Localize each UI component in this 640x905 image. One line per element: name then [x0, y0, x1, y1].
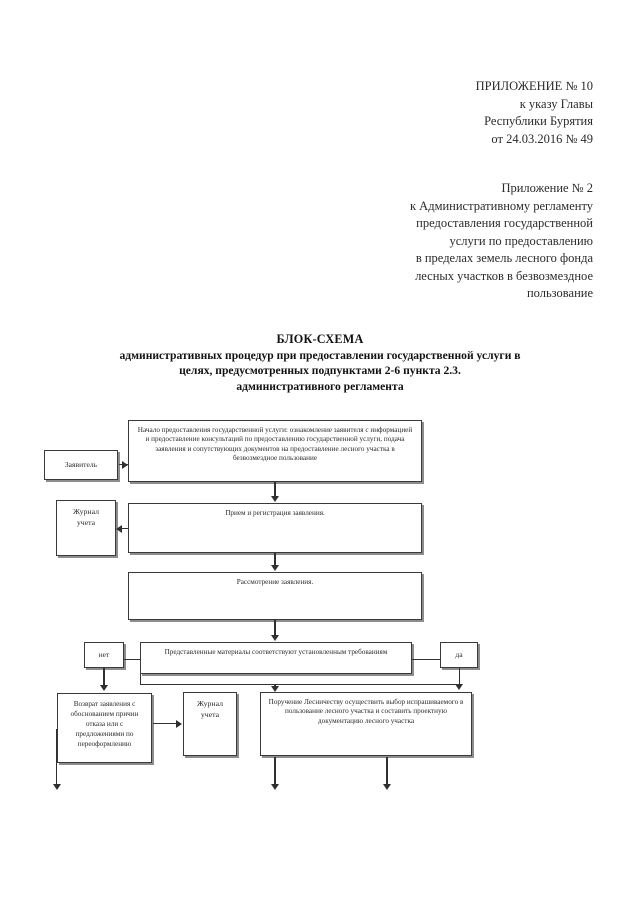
node-journal-2-label: Журнал учета — [197, 699, 223, 719]
edge-check-rail-horizontal — [140, 684, 460, 686]
regulation-line-2: к Административному регламенту — [409, 198, 593, 213]
edge-receive-to-journal-1 — [119, 528, 132, 530]
title-line-3: административного регламента — [236, 379, 404, 393]
edge-check-to-no — [124, 659, 141, 661]
regulation-line-4: услуги по предоставлению — [449, 233, 594, 248]
node-assign-label: Поручение Лесничеству осуществить выбор … — [268, 698, 464, 725]
node-applicant: Заявитель — [44, 450, 118, 480]
edge-check-rail-down — [140, 674, 142, 685]
arrowhead-return-continues — [52, 784, 61, 790]
edge-assign-continues-right — [386, 757, 388, 785]
arrowhead-review-to-check — [270, 635, 279, 641]
title-main: БЛОК-СХЕМА — [276, 332, 364, 346]
arrowhead-applicant-to-start — [122, 460, 128, 469]
edge-assign-continues-left — [274, 757, 276, 785]
regulation-line-7: пользование — [526, 286, 593, 300]
node-review-label: Рассмотрение заявления. — [236, 578, 314, 586]
arrowhead-receive-to-review — [270, 565, 279, 571]
node-return-label: Возврат заявления с обоснованием причин … — [70, 700, 139, 748]
arrowhead-assign-continues-right — [382, 784, 391, 790]
node-assign: Поручение Лесничеству осуществить выбор … — [260, 692, 472, 756]
node-applicant-label: Заявитель — [64, 459, 98, 469]
node-receive: Прием и регистрация заявления. — [128, 503, 422, 553]
node-yes-label: да — [455, 649, 463, 659]
edge-receive-to-review — [274, 553, 276, 566]
node-journal-1: Журнал учета — [56, 500, 116, 556]
node-no: нет — [84, 642, 124, 668]
title-line-1: административных процедур при предоставл… — [119, 348, 521, 362]
node-receive-label: Прием и регистрация заявления. — [225, 509, 325, 517]
edge-check-to-yes — [412, 659, 441, 661]
appendix-decree-header: ПРИЛОЖЕНИЕ № 10 к указу Главы Республики… — [300, 78, 593, 148]
appendix-regulation-header: Приложение № 2 к Административному регла… — [300, 180, 593, 303]
edge-review-to-check — [274, 620, 276, 636]
edge-yes-to-assign — [458, 668, 460, 685]
arrowhead-receive-to-journal-1 — [116, 524, 122, 533]
node-check: Представленные материалы соответствуют у… — [140, 642, 412, 674]
regulation-line-3: предоставления государственной — [416, 216, 593, 230]
arrowhead-no-to-return — [99, 685, 108, 691]
arrowhead-return-to-journal-2 — [176, 719, 182, 728]
decree-line-1: ПРИЛОЖЕНИЕ № 10 — [475, 79, 593, 93]
decree-line-3: Республики Бурятия — [484, 114, 593, 128]
decree-line-4: от 24.03.2016 № 49 — [491, 131, 593, 146]
edge-return-to-journal-2 — [153, 723, 177, 725]
node-yes: да — [440, 642, 478, 668]
node-start-label: Начало предоставления государственной ус… — [137, 426, 413, 463]
decree-line-2: к указу Главы — [519, 96, 593, 111]
edge-start-to-receive — [274, 482, 276, 497]
node-review: Рассмотрение заявления. — [128, 572, 422, 620]
node-journal-2: Журнал учета — [183, 692, 237, 756]
node-no-label: нет — [98, 649, 110, 659]
arrowhead-check-to-assign — [270, 686, 279, 692]
node-check-label: Представленные материалы соответствуют у… — [164, 648, 388, 656]
edge-no-to-return — [103, 668, 105, 686]
node-return: Возврат заявления с обоснованием причин … — [57, 693, 152, 763]
page-title: БЛОК-СХЕМА административных процедур при… — [55, 332, 585, 394]
arrowhead-start-to-receive — [270, 496, 279, 502]
arrowhead-assign-continues-left — [270, 784, 279, 790]
arrowhead-yes-to-assign — [455, 684, 464, 690]
node-start: Начало предоставления государственной ус… — [128, 420, 422, 482]
edge-return-left-rail-down — [56, 729, 58, 785]
regulation-line-6: лесных участков в безвозмездное — [415, 268, 593, 283]
regulation-line-1: Приложение № 2 — [501, 181, 593, 195]
title-line-2: целях, предусмотренных подпунктами 2-6 п… — [179, 364, 461, 378]
node-journal-1-label: Журнал учета — [73, 507, 99, 527]
regulation-line-5: в пределах земель лесного фонда — [415, 251, 593, 265]
